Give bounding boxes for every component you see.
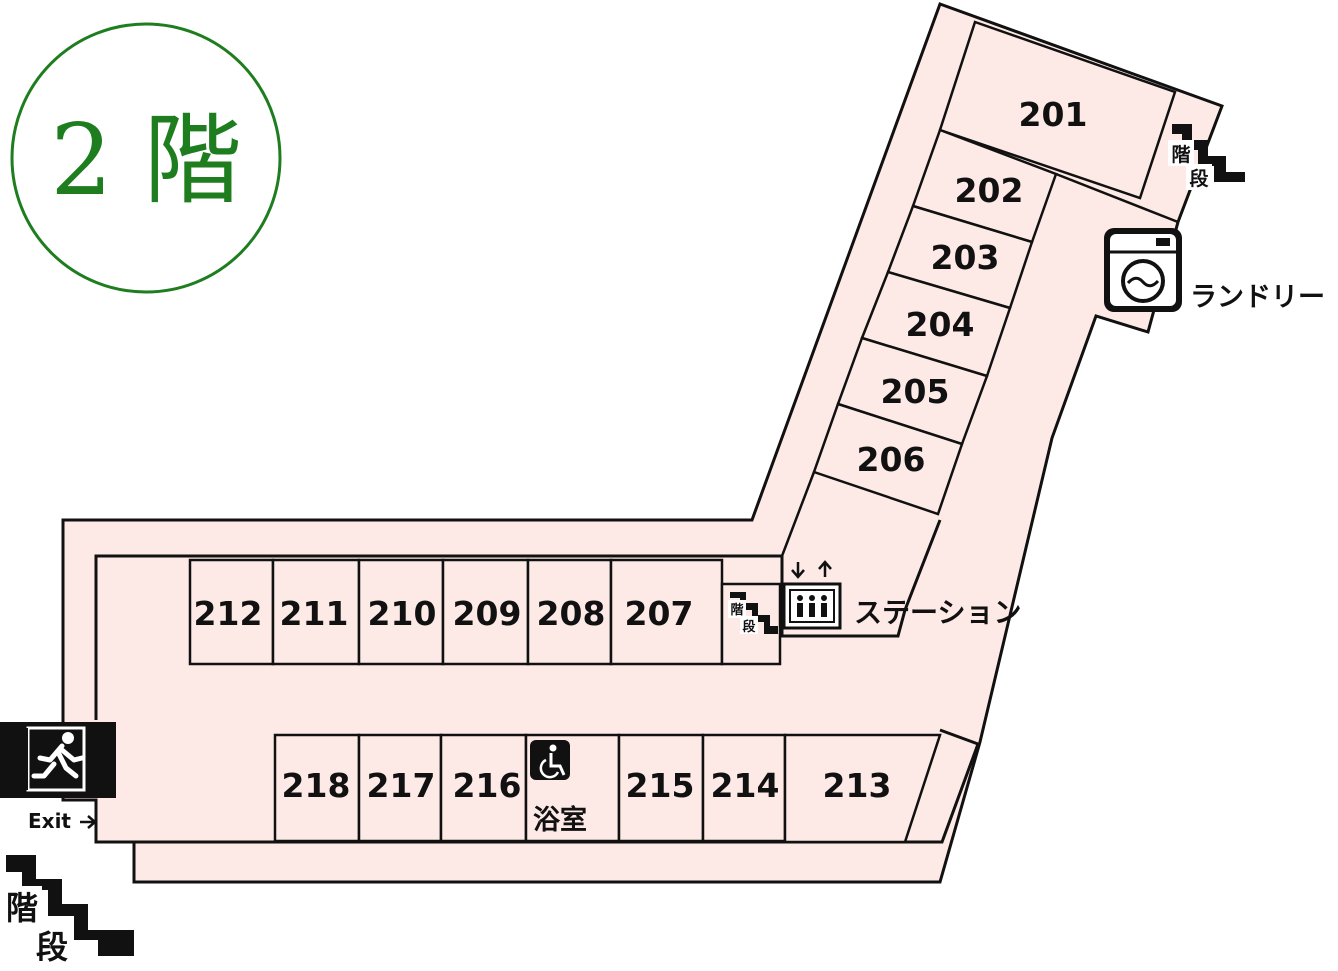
emergency-exit-icon [0,722,116,798]
room-210[interactable] [357,558,445,666]
stairs-middle-label-1: 階 [730,602,743,618]
station-label: ステーション [854,596,1021,629]
exit-arrow-icon [80,815,97,829]
room-204-label: 204 [906,305,975,344]
stairs-icon-middle [728,592,778,634]
wing-wall-top [1055,172,1179,224]
floor-badge-circle [10,22,282,294]
stairs-top-right-label-2: 段 [1189,167,1209,190]
room-209-label: 209 [453,594,522,633]
room-212-label: 212 [194,594,263,633]
room-206[interactable] [812,402,964,516]
room-214-label: 214 [711,766,780,805]
stairs-middle-label-2: 段 [742,619,755,635]
room-216-label: 216 [453,766,522,805]
washing-machine-icon [1104,228,1182,312]
stairs-icon-bottom-left [2,855,134,964]
bath-label: 浴室 [533,804,587,836]
room-210-label: 210 [368,594,437,633]
elevator-icon [782,560,842,630]
room-217[interactable] [357,733,443,843]
floor-label: 2 階 [50,104,242,218]
room-218-label: 218 [282,766,351,805]
room-211-label: 211 [280,594,349,633]
floor-badge: 2 階 [10,22,282,294]
wing-wall [780,471,816,557]
room-211[interactable] [271,558,361,666]
room-214[interactable] [701,733,787,843]
room-212[interactable] [188,558,275,666]
room-203-label: 203 [931,238,1000,277]
room-208[interactable] [526,558,613,666]
right-wing-rooms [780,20,1179,557]
room-215[interactable] [617,733,705,843]
room-205-label: 205 [881,372,950,411]
room-209[interactable] [441,558,530,666]
room-213-label: 213 [823,766,892,805]
room-213[interactable] [783,733,942,844]
room-206-label: 206 [857,440,926,479]
room-201-label: 201 [1019,95,1088,134]
room-207-label: 207 [625,594,694,633]
room-217-label: 217 [367,766,436,805]
room-218[interactable] [273,733,361,843]
room-201[interactable] [938,20,1177,200]
room-208-label: 208 [537,594,606,633]
laundry-label: ランドリー [1190,282,1325,313]
exit-label: Exit [28,809,71,833]
wheelchair-icon [530,740,570,780]
stairs-bottom-left-label-2: 段 [36,928,68,966]
room-215-label: 215 [626,766,695,805]
stairs-top-right-label-1: 階 [1171,144,1190,166]
room-202-label: 202 [955,171,1024,210]
stairs-icon-top-right [1168,124,1245,190]
inner-corridor-wall [94,519,942,720]
stairs-bottom-left-label-1: 階 [6,889,38,927]
